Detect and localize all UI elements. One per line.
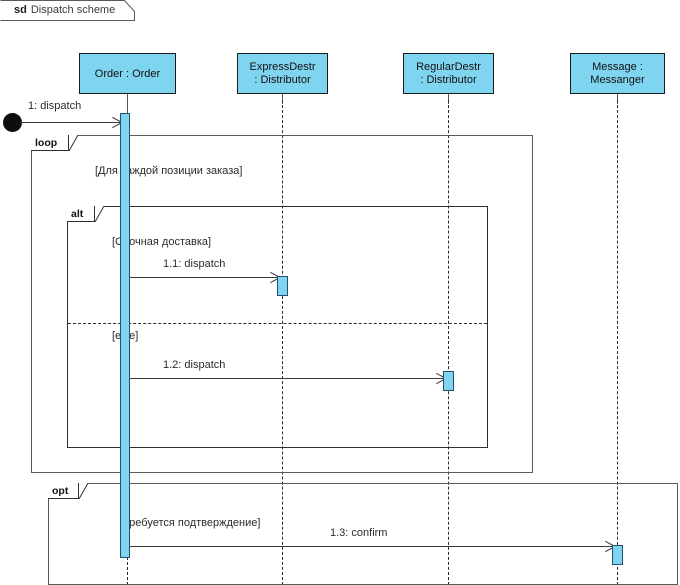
fragment-alt[interactable] <box>67 206 488 448</box>
frame-tab-label: sd Dispatch scheme <box>0 0 135 19</box>
fragment-opt-label-corner-icon <box>79 483 88 499</box>
start-node-icon <box>3 113 22 132</box>
message-line-1-dispatch <box>20 122 120 123</box>
fragment-loop-guard: [Для каждой позиции заказа] <box>95 165 243 177</box>
activation-bar-express[interactable] <box>277 276 288 296</box>
lifeline-stem-regular <box>448 100 449 585</box>
fragment-loop-label-corner-icon <box>69 135 78 151</box>
frame-title: Dispatch scheme <box>30 3 116 16</box>
lifeline-stem-message <box>617 100 618 585</box>
fragment-loop-operator: loop <box>35 136 58 149</box>
message-label-13-confirm: 1.3: confirm <box>330 527 388 539</box>
activation-bar-message[interactable] <box>612 545 623 565</box>
lifeline-stem-regular-top <box>448 94 449 104</box>
lifeline-express-line1: ExpressDestr <box>249 61 316 73</box>
message-line-12-dispatch <box>130 378 444 379</box>
fragment-opt-operator: opt <box>52 484 69 497</box>
message-label-1-dispatch: 1: dispatch <box>28 100 82 112</box>
fragment-opt-operator-label: opt <box>48 483 79 499</box>
activation-bar-regular[interactable] <box>443 371 454 391</box>
frame-tab-shape <box>0 0 135 21</box>
message-label-12-dispatch: 1.2: dispatch <box>163 359 226 371</box>
lifeline-stem-express-top <box>282 94 283 104</box>
lifeline-stem-express <box>282 100 283 585</box>
fragment-loop-operator-label: loop <box>31 135 69 151</box>
activation-bar-order[interactable] <box>120 113 130 558</box>
lifeline-stem-message-top <box>617 94 618 104</box>
fragment-alt-guard-1: [Срочная доставка] <box>112 236 212 248</box>
lifeline-stem-order-top <box>127 94 128 122</box>
lifeline-head-express[interactable]: ExpressDestr : Distributor <box>237 53 328 94</box>
lifeline-message-line2: Messanger <box>590 74 645 86</box>
message-line-13-confirm <box>130 546 613 547</box>
lifeline-regular-line2: : Distributor <box>420 74 477 86</box>
lifeline-express-line2: : Distributor <box>254 74 311 86</box>
fragment-loop[interactable] <box>31 135 533 473</box>
lifeline-regular-line1: RegularDestr <box>416 61 481 73</box>
lifeline-head-message[interactable]: Message : Messanger <box>570 53 665 94</box>
message-line-11-dispatch <box>130 277 278 278</box>
lifeline-head-order[interactable]: Order : Order <box>79 53 176 94</box>
lifeline-head-regular[interactable]: RegularDestr : Distributor <box>403 53 494 94</box>
fragment-alt-operator-label: alt <box>67 206 95 222</box>
fragment-alt-operand-divider <box>68 323 487 324</box>
frame-keyword: sd <box>14 3 27 16</box>
fragment-opt-guard: [Требуется подтверждение] <box>120 517 261 529</box>
fragment-alt-label-corner-icon <box>95 206 104 222</box>
fragment-alt-operator: alt <box>71 207 84 220</box>
message-label-11-dispatch: 1.1: dispatch <box>163 258 226 270</box>
lifeline-order-line1: Order : Order <box>94 67 161 80</box>
lifeline-message-line1: Message : <box>592 61 643 73</box>
